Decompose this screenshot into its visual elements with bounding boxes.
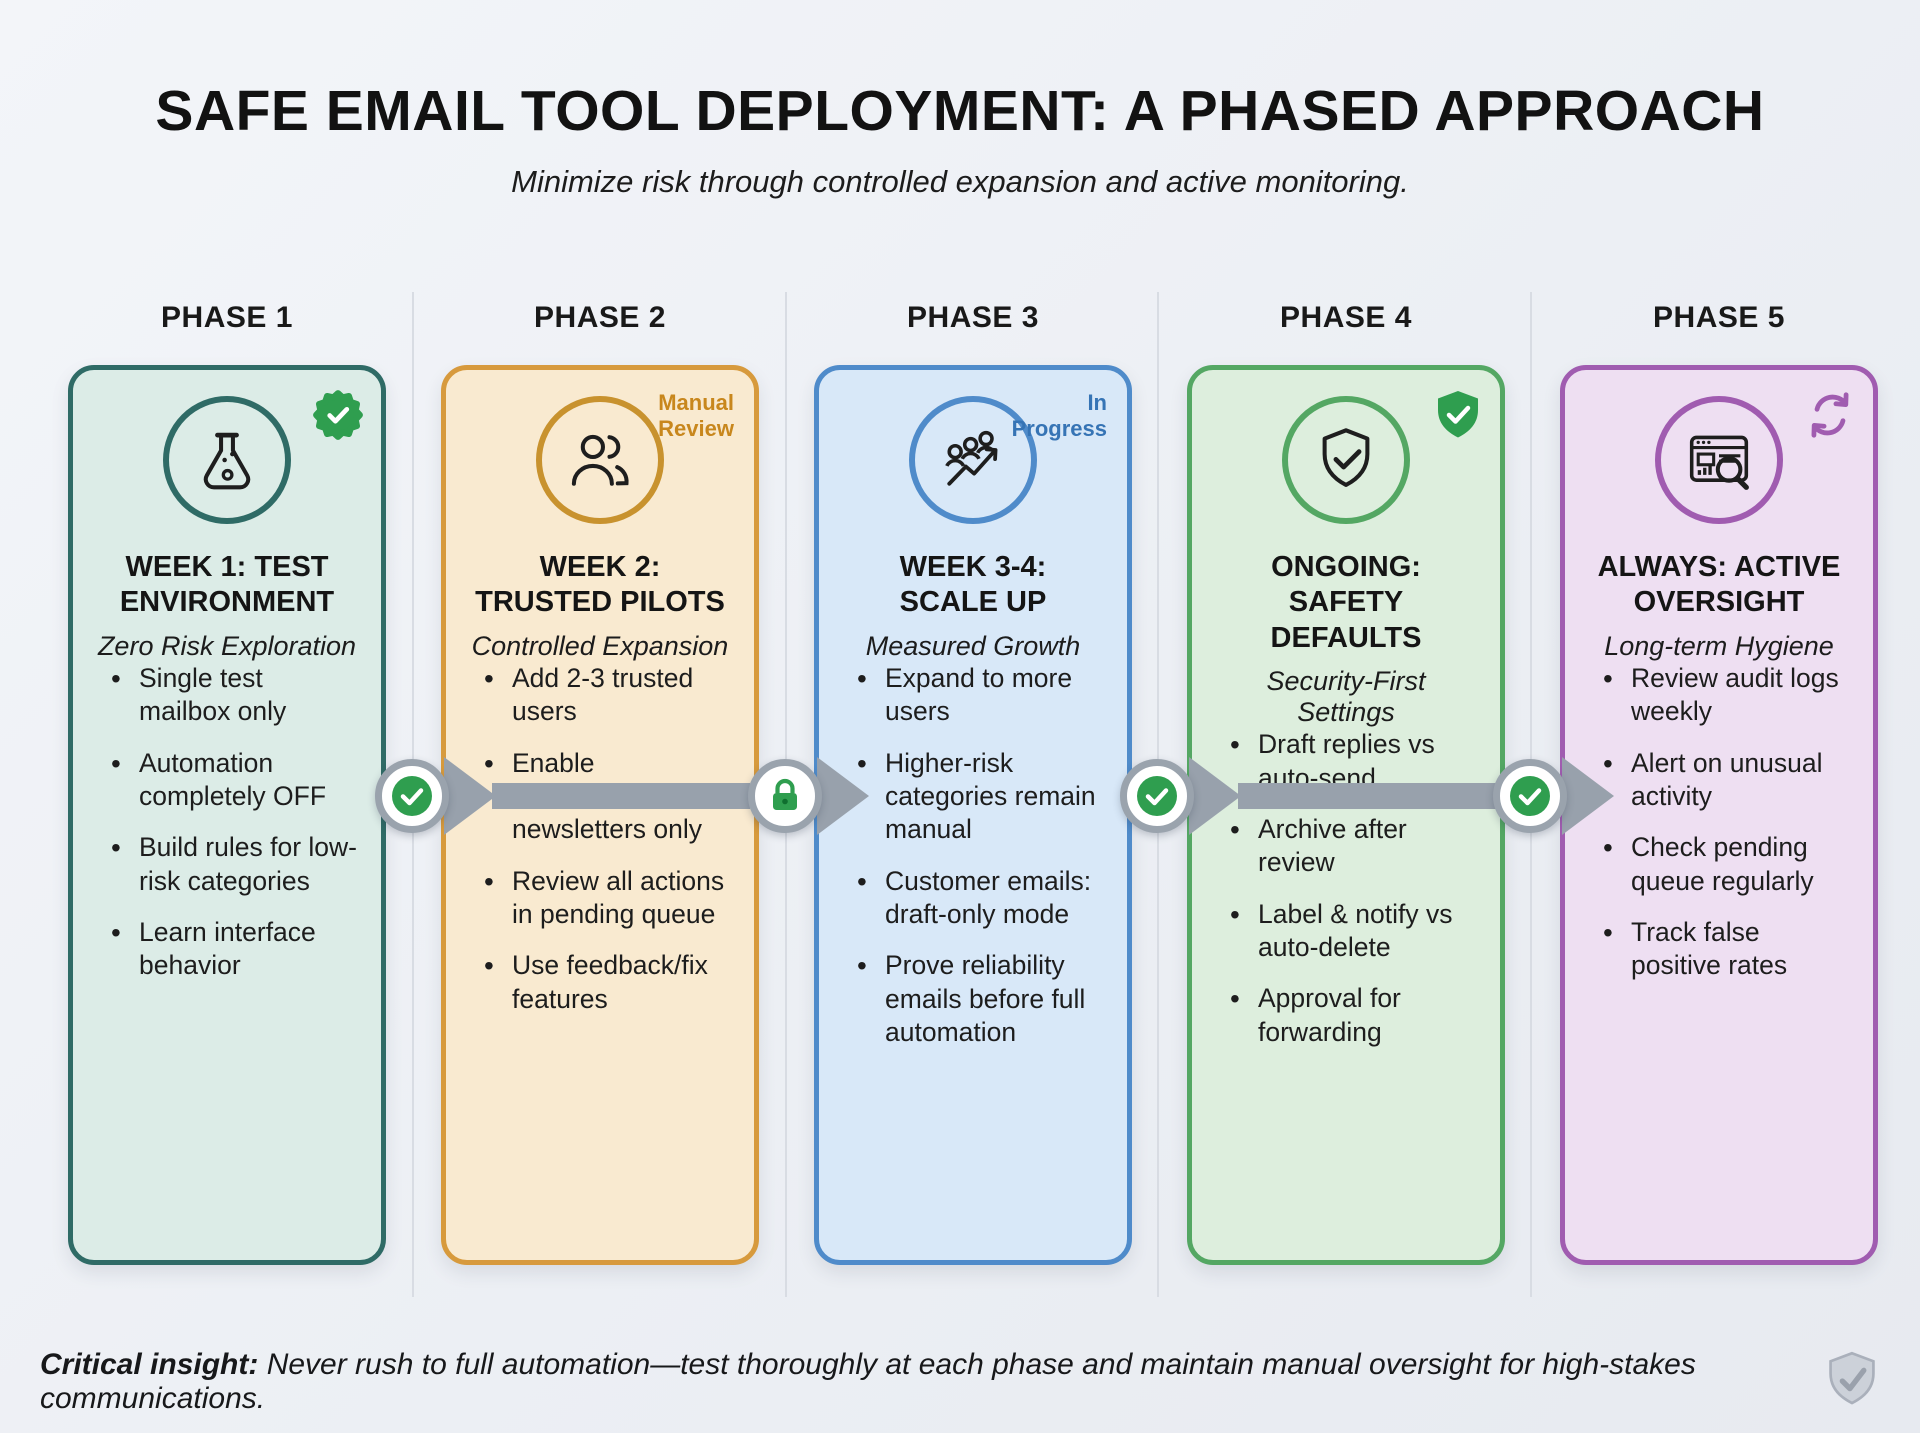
phase-5-bullet-list: Review audit logs weekly Alert on unusua…: [1587, 661, 1851, 983]
phase-4-bullet-list: Draft replies vs auto-send Archive after…: [1214, 727, 1478, 1049]
list-item: Enable automation for newsletters only: [482, 745, 732, 847]
list-item: Approval for forwarding: [1228, 981, 1478, 1049]
phase-5-card: ALWAYS: ACTIVE OVERSIGHT Long-term Hygie…: [1560, 365, 1878, 1265]
phase-2-card: Manual Review WEEK 2: TRUSTED PILOTS Con…: [441, 365, 759, 1265]
phase-column-5: PHASE 5: [1560, 270, 1878, 1265]
phase-3-card-title: WEEK 3-4: SCALE UP: [899, 551, 1047, 619]
flask-icon: [163, 396, 291, 524]
phase-3-card: In Progress WEEK 3: [814, 365, 1132, 1265]
phase-1-bullet-list: Single test mailbox only Automation comp…: [95, 661, 359, 983]
seal-check-icon: [311, 388, 365, 447]
list-item: Check pending queue regularly: [1601, 830, 1851, 898]
phase-2-label: PHASE 2: [534, 300, 666, 334]
list-item: Prove reliability emails before full aut…: [855, 948, 1105, 1049]
phase-2-bullet-list: Add 2-3 trusted users Enable automation …: [468, 661, 732, 1016]
refresh-icon: [1803, 388, 1857, 447]
list-item: Build rules for low-risk categories: [109, 830, 359, 898]
phase-1-label: PHASE 1: [161, 300, 293, 334]
list-item: Single test mailbox only: [109, 661, 359, 729]
list-item: Customer emails: draft-only mode: [855, 864, 1105, 932]
list-item: Higher-risk categories remain manual: [855, 745, 1105, 847]
list-item: Add 2-3 trusted users: [482, 661, 732, 729]
list-item: Alert on unusual activity: [1601, 746, 1851, 814]
phase-4-card-title: ONGOING: SAFETY DEFAULTS: [1270, 551, 1422, 654]
in-progress-badge: In Progress: [1011, 390, 1107, 441]
phase-5-label: PHASE 5: [1653, 300, 1785, 334]
footer: Critical insight: Never rush to full aut…: [0, 1348, 1920, 1416]
critical-insight-text: Critical insight: Never rush to full aut…: [40, 1348, 1696, 1415]
phase-column-3: PHASE 3 In Progress: [814, 270, 1132, 1265]
shield-check-icon: [1282, 396, 1410, 524]
list-item: Use feedback/fix features: [482, 948, 732, 1016]
list-item: Expand to more users: [855, 661, 1105, 729]
phase-3-card-subtitle: Measured Growth: [865, 630, 1081, 661]
phase-column-4: PHASE 4 ONGOING: SAFETY DEFAULTS: [1187, 270, 1505, 1265]
phase-3-bullet-list: Expand to more users Higher-risk categor…: [841, 661, 1105, 1050]
manual-review-badge: Manual Review: [658, 390, 734, 441]
page-title: SAFE EMAIL TOOL DEPLOYMENT: A PHASED APP…: [155, 79, 1765, 143]
users-icon: [536, 396, 664, 524]
phase-4-card-subtitle: Security-First Settings: [1266, 666, 1426, 728]
phase-4-label: PHASE 4: [1280, 300, 1412, 334]
growth-team-icon: [909, 396, 1037, 524]
shield-check-icon: [1824, 1350, 1880, 1415]
phase-2-card-title: WEEK 2: TRUSTED PILOTS: [475, 551, 725, 619]
phase-3-label: PHASE 3: [907, 300, 1039, 334]
phase-2-card-subtitle: Controlled Expansion: [471, 630, 729, 661]
list-item: Label & notify vs auto-delete: [1228, 897, 1478, 965]
phase-columns: PHASE 1: [68, 270, 1878, 1265]
list-item: Track false positive rates: [1601, 915, 1851, 983]
shield-check-badge-icon: [1432, 388, 1484, 449]
phase-4-card: ONGOING: SAFETY DEFAULTS Security-First …: [1187, 365, 1505, 1265]
page-subtitle: Minimize risk through controlled expansi…: [511, 164, 1409, 199]
phase-5-card-subtitle: Long-term Hygiene: [1604, 630, 1834, 661]
list-item: Learn interface behavior: [109, 915, 359, 983]
phase-1-card-title: WEEK 1: TEST ENVIRONMENT: [119, 551, 335, 619]
list-item: Archive after review: [1228, 812, 1478, 880]
list-item: Automation completely OFF: [109, 746, 359, 814]
phase-column-1: PHASE 1: [68, 270, 386, 1265]
phase-1-card-subtitle: Zero Risk Exploration: [97, 630, 357, 661]
phase-5-card-title: ALWAYS: ACTIVE OVERSIGHT: [1597, 551, 1841, 619]
list-item: Review audit logs weekly: [1601, 661, 1851, 729]
list-item: Draft replies vs auto-send: [1228, 727, 1478, 795]
phase-column-2: PHASE 2 Manual Review WEEK 2: TRUS: [441, 270, 759, 1265]
list-item: Review all actions in pending queue: [482, 864, 732, 932]
phase-1-card: WEEK 1: TEST ENVIRONMENT Zero Risk Explo…: [68, 365, 386, 1265]
audit-magnifier-icon: [1655, 396, 1783, 524]
